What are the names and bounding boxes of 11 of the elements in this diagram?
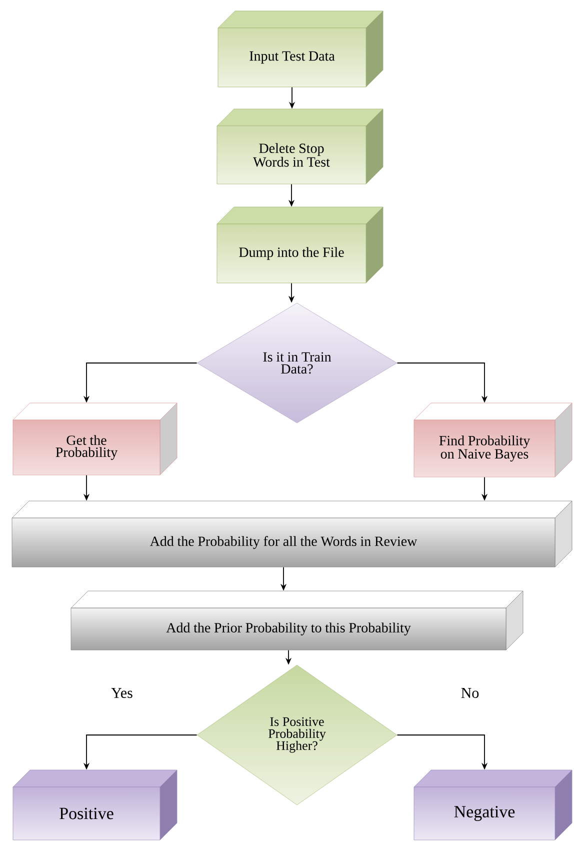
process-box: Positive: [12, 770, 178, 840]
process-box: Negative: [414, 770, 572, 840]
process-box: Delete Stop Words in Test: [216, 108, 384, 184]
process-box: Find Probability on Naive Bayes: [414, 402, 572, 478]
process-box: Dump into the File: [216, 206, 384, 284]
edge-label: No: [460, 687, 480, 699]
process-box: Add the Prior Probability to this Probability: [70, 590, 524, 650]
process-box: Input Test Data: [218, 10, 384, 88]
process-box: Get the Probability: [12, 402, 178, 476]
process-box: Add the Probability for all the Words in Review: [12, 500, 572, 568]
edge-label: Yes: [110, 687, 134, 699]
